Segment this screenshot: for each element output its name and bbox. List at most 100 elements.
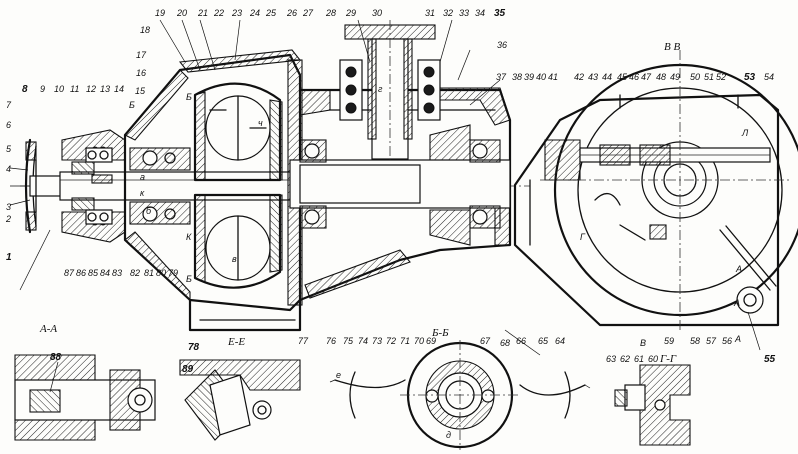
label-27: 27 — [302, 8, 314, 18]
label-24: 24 — [249, 8, 260, 18]
label-12: 12 — [86, 84, 96, 94]
label-18: 18 — [140, 25, 150, 35]
label-11: 11 — [70, 84, 79, 94]
label-1: 1 — [6, 252, 12, 263]
label-41: 41 — [548, 72, 558, 82]
label-77: 77 — [298, 336, 309, 346]
label-4: 4 — [6, 164, 11, 174]
label-73: 73 — [372, 336, 382, 346]
label-81: 81 — [144, 268, 154, 278]
inner-hub — [129, 147, 191, 225]
letter-e: е — [336, 370, 341, 380]
label-89: 89 — [182, 364, 194, 375]
label-30: 30 — [372, 8, 382, 18]
label-88: 88 — [50, 352, 62, 363]
label-52: 52 — [716, 72, 726, 82]
label-74: 74 — [358, 336, 368, 346]
label-5: 5 — [6, 144, 12, 154]
label-19: 19 — [155, 8, 165, 18]
label-86: 86 — [76, 268, 86, 278]
letter-B: Б — [186, 92, 192, 102]
label-76: 76 — [326, 336, 336, 346]
letter-b: б — [146, 206, 152, 216]
label-23: 23 — [231, 8, 242, 18]
letter-A: А — [735, 264, 742, 274]
label-44: 44 — [602, 72, 612, 82]
detail-ee — [179, 359, 301, 441]
cut-mark-a2: А — [734, 334, 741, 344]
label-37: 37 — [496, 72, 507, 82]
label-25: 25 — [265, 8, 277, 18]
label-87: 87 — [64, 268, 75, 278]
cut-mark-b: Б — [129, 100, 135, 110]
label-15: 15 — [135, 86, 146, 96]
label-21: 21 — [197, 8, 208, 18]
letter-G: Г — [580, 232, 586, 242]
label-60: 60 — [648, 354, 658, 364]
fluid-coupling — [193, 82, 283, 289]
label-28: 28 — [325, 8, 336, 18]
label-42: 42 — [574, 72, 584, 82]
letter-L: Л — [741, 128, 749, 138]
label-7: 7 — [6, 100, 12, 110]
label-16: 16 — [136, 68, 146, 78]
section-vv-title: В В — [664, 41, 680, 53]
label-17: 17 — [136, 50, 147, 60]
label-46: 46 — [629, 72, 639, 82]
letter-K: К — [186, 232, 192, 242]
label-75: 75 — [343, 336, 354, 346]
label-3: 3 — [6, 202, 11, 212]
main-shaft — [289, 139, 511, 229]
label-50: 50 — [690, 72, 700, 82]
label-62: 62 — [620, 354, 630, 364]
label-2: 2 — [5, 214, 11, 224]
label-53: 53 — [744, 72, 756, 83]
letter-ch: ч — [258, 118, 263, 128]
letter-g: г — [378, 84, 383, 94]
label-22: 22 — [213, 8, 224, 18]
section-gg-title: Г-Г — [659, 353, 677, 365]
label-84: 84 — [100, 268, 110, 278]
label-66: 66 — [516, 336, 526, 346]
letter-k: к — [140, 188, 145, 198]
label-72: 72 — [386, 336, 396, 346]
section-ee-title: Е-Е — [227, 336, 245, 348]
label-83: 83 — [112, 268, 122, 278]
label-29: 29 — [345, 8, 356, 18]
letter-a: а — [140, 172, 145, 182]
label-20: 20 — [176, 8, 187, 18]
label-32: 32 — [443, 8, 453, 18]
label-61: 61 — [634, 354, 644, 364]
label-47: 47 — [641, 72, 652, 82]
label-40: 40 — [536, 72, 546, 82]
label-48: 48 — [656, 72, 666, 82]
detail-bb — [329, 340, 591, 450]
label-70: 70 — [414, 336, 424, 346]
label-49: 49 — [670, 72, 680, 82]
section-bb-title: Б-Б — [431, 327, 449, 339]
detail-gg — [614, 364, 691, 446]
bevel-gear — [188, 124, 471, 332]
label-68: 68 — [500, 338, 510, 348]
label-79: 79 — [168, 268, 178, 278]
letter-v: в — [232, 254, 237, 264]
letter-d: д — [446, 430, 451, 440]
label-82: 82 — [130, 268, 140, 278]
label-43: 43 — [588, 72, 598, 82]
label-56: 56 — [722, 336, 732, 346]
label-71: 71 — [400, 336, 410, 346]
label-59: 59 — [664, 336, 674, 346]
label-38: 38 — [512, 72, 522, 82]
leader-lines — [9, 19, 761, 356]
label-67: 67 — [480, 336, 491, 346]
part-numbers: 19 20 21 22 23 24 25 26 27 28 29 30 31 3… — [5, 8, 776, 440]
label-57: 57 — [706, 336, 717, 346]
label-9: 9 — [40, 84, 45, 94]
label-69: 69 — [426, 336, 436, 346]
view-vv — [513, 50, 798, 330]
label-65: 65 — [538, 336, 549, 346]
label-39: 39 — [524, 72, 534, 82]
label-85: 85 — [88, 268, 99, 278]
label-26: 26 — [286, 8, 297, 18]
